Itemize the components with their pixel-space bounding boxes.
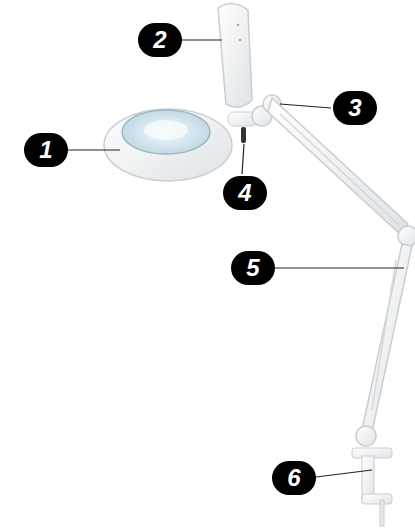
lower-arm (356, 244, 412, 446)
callout-number: 6 (272, 461, 316, 495)
lamp-head (104, 109, 232, 181)
callout-number: 2 (138, 23, 182, 57)
leader-lines (60, 40, 404, 478)
callout-number: 1 (24, 133, 68, 167)
table-clamp (352, 448, 392, 526)
callout-number: 5 (231, 251, 275, 285)
callout-number: 4 (223, 176, 267, 210)
callout-number: 3 (333, 91, 377, 125)
lamp-lid (218, 3, 252, 107)
